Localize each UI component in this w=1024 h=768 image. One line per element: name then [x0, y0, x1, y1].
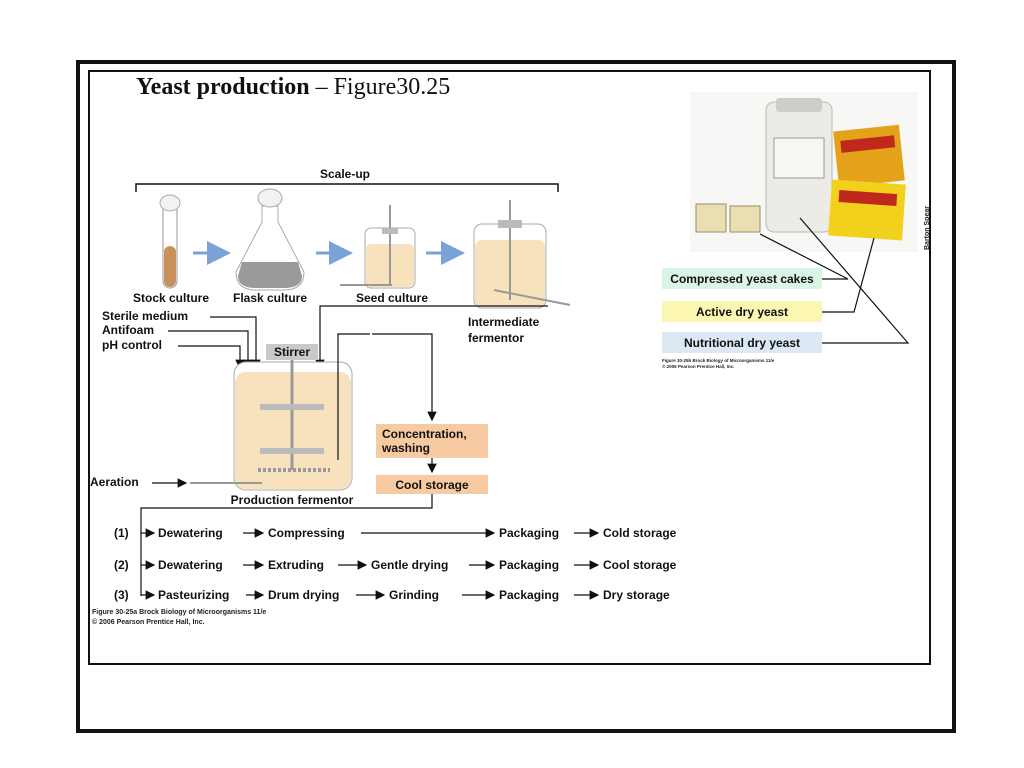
- yeast-products-photo: [690, 92, 918, 252]
- sterile-medium-label: Sterile medium: [102, 309, 188, 323]
- process-2-step-3: Gentle drying: [371, 558, 448, 572]
- outflow-line: [337, 333, 370, 460]
- photo-credit: Barton Spear: [924, 206, 931, 250]
- stirrer-label: Stirrer: [274, 345, 310, 359]
- intermediate-label-line2: fermentor: [468, 331, 524, 345]
- process-3-step-4: Packaging: [499, 588, 559, 602]
- nutritional-dry-yeast-label: Nutritional dry yeast: [662, 332, 822, 353]
- antifoam-label: Antifoam: [102, 323, 154, 337]
- process-3-number: (3): [114, 588, 129, 602]
- process-3-step-1: Pasteurizing: [158, 588, 229, 602]
- process-3-step-3: Grinding: [389, 588, 439, 602]
- production-fermentor-label: Production fermentor: [231, 493, 354, 507]
- process-1-step-1: Dewatering: [158, 526, 223, 540]
- process-2-step-2: Extruding: [268, 558, 324, 572]
- active-dry-yeast-label: Active dry yeast: [662, 301, 822, 322]
- process-1-number: (1): [114, 526, 129, 540]
- process-3-step-5: Dry storage: [603, 588, 670, 602]
- sterile-medium-line: [210, 316, 261, 370]
- concentration-line1: Concentration,: [382, 427, 467, 441]
- antifoam-line: [168, 330, 253, 370]
- flask-culture-label: Flask culture: [233, 291, 307, 305]
- credit-b-line1: Figure 30-25b Brock Biology of Microorga…: [662, 358, 775, 363]
- intermediate-fermentor: [473, 200, 571, 309]
- process-trunk-line: [140, 494, 433, 596]
- ph-control-label: pH control: [102, 338, 162, 352]
- credit-b-line2: © 2006 Pearson Prentice Hall, Inc.: [662, 363, 734, 369]
- compressed-yeast-label: Compressed yeast cakes: [662, 268, 822, 289]
- seed-culture-label: Seed culture: [356, 291, 428, 305]
- credit-a-line1: Figure 30-25a Brock Biology of Microorga…: [92, 609, 266, 616]
- nutritional-leader-line: [799, 217, 910, 344]
- concentration-box: Concentration, washing: [376, 424, 488, 458]
- compressed-leader-line: [759, 233, 849, 280]
- scale-up-bracket: Scale-up: [135, 167, 559, 192]
- compressed-yeast-text: Compressed yeast cakes: [670, 272, 814, 286]
- stock-culture-label: Stock culture: [133, 291, 209, 305]
- nutritional-dry-yeast-text: Nutritional dry yeast: [684, 336, 800, 350]
- process-2-step-4: Packaging: [499, 558, 559, 572]
- credit-a-line2: © 2006 Pearson Prentice Hall, Inc.: [92, 618, 205, 626]
- stock-culture-tube: [159, 194, 181, 289]
- process-1-step-3: Packaging: [499, 526, 559, 540]
- production-fermentor: Stirrer: [233, 333, 370, 491]
- concentration-line2: washing: [381, 441, 430, 455]
- cool-storage-box-label: Cool storage: [395, 478, 469, 492]
- active-leader-line: [822, 237, 875, 313]
- process-row-2: Dewatering Extruding Gentle drying Packa…: [141, 558, 677, 572]
- process-2-step-5: Cool storage: [603, 558, 677, 572]
- process-2-step-1: Dewatering: [158, 558, 223, 572]
- process-row-3: Pasteurizing Drum drying Grinding Packag…: [141, 588, 670, 602]
- process-1-step-2: Compressing: [268, 526, 345, 540]
- process-2-number: (2): [114, 558, 129, 572]
- process-row-1: Dewatering Compressing Packaging Cold st…: [141, 526, 677, 540]
- process-1-step-4: Cold storage: [603, 526, 677, 540]
- to-concentration-arrow: [372, 333, 437, 422]
- title-bold: Yeast production: [136, 74, 310, 100]
- ph-control-line: [178, 345, 245, 370]
- aeration-label: Aeration: [90, 475, 139, 489]
- transfer-line: [315, 305, 548, 370]
- intermediate-label-line1: Intermediate: [468, 315, 540, 329]
- cool-storage-box: Cool storage: [376, 475, 488, 494]
- flask-culture: [235, 188, 305, 291]
- title-rest: – Figure30.25: [309, 74, 451, 100]
- scale-up-label: Scale-up: [320, 167, 370, 181]
- active-dry-yeast-text: Active dry yeast: [696, 305, 788, 319]
- seed-fermentor: [340, 205, 416, 289]
- slide-title: Yeast production – Figure30.25: [136, 74, 450, 101]
- process-3-step-2: Drum drying: [268, 588, 339, 602]
